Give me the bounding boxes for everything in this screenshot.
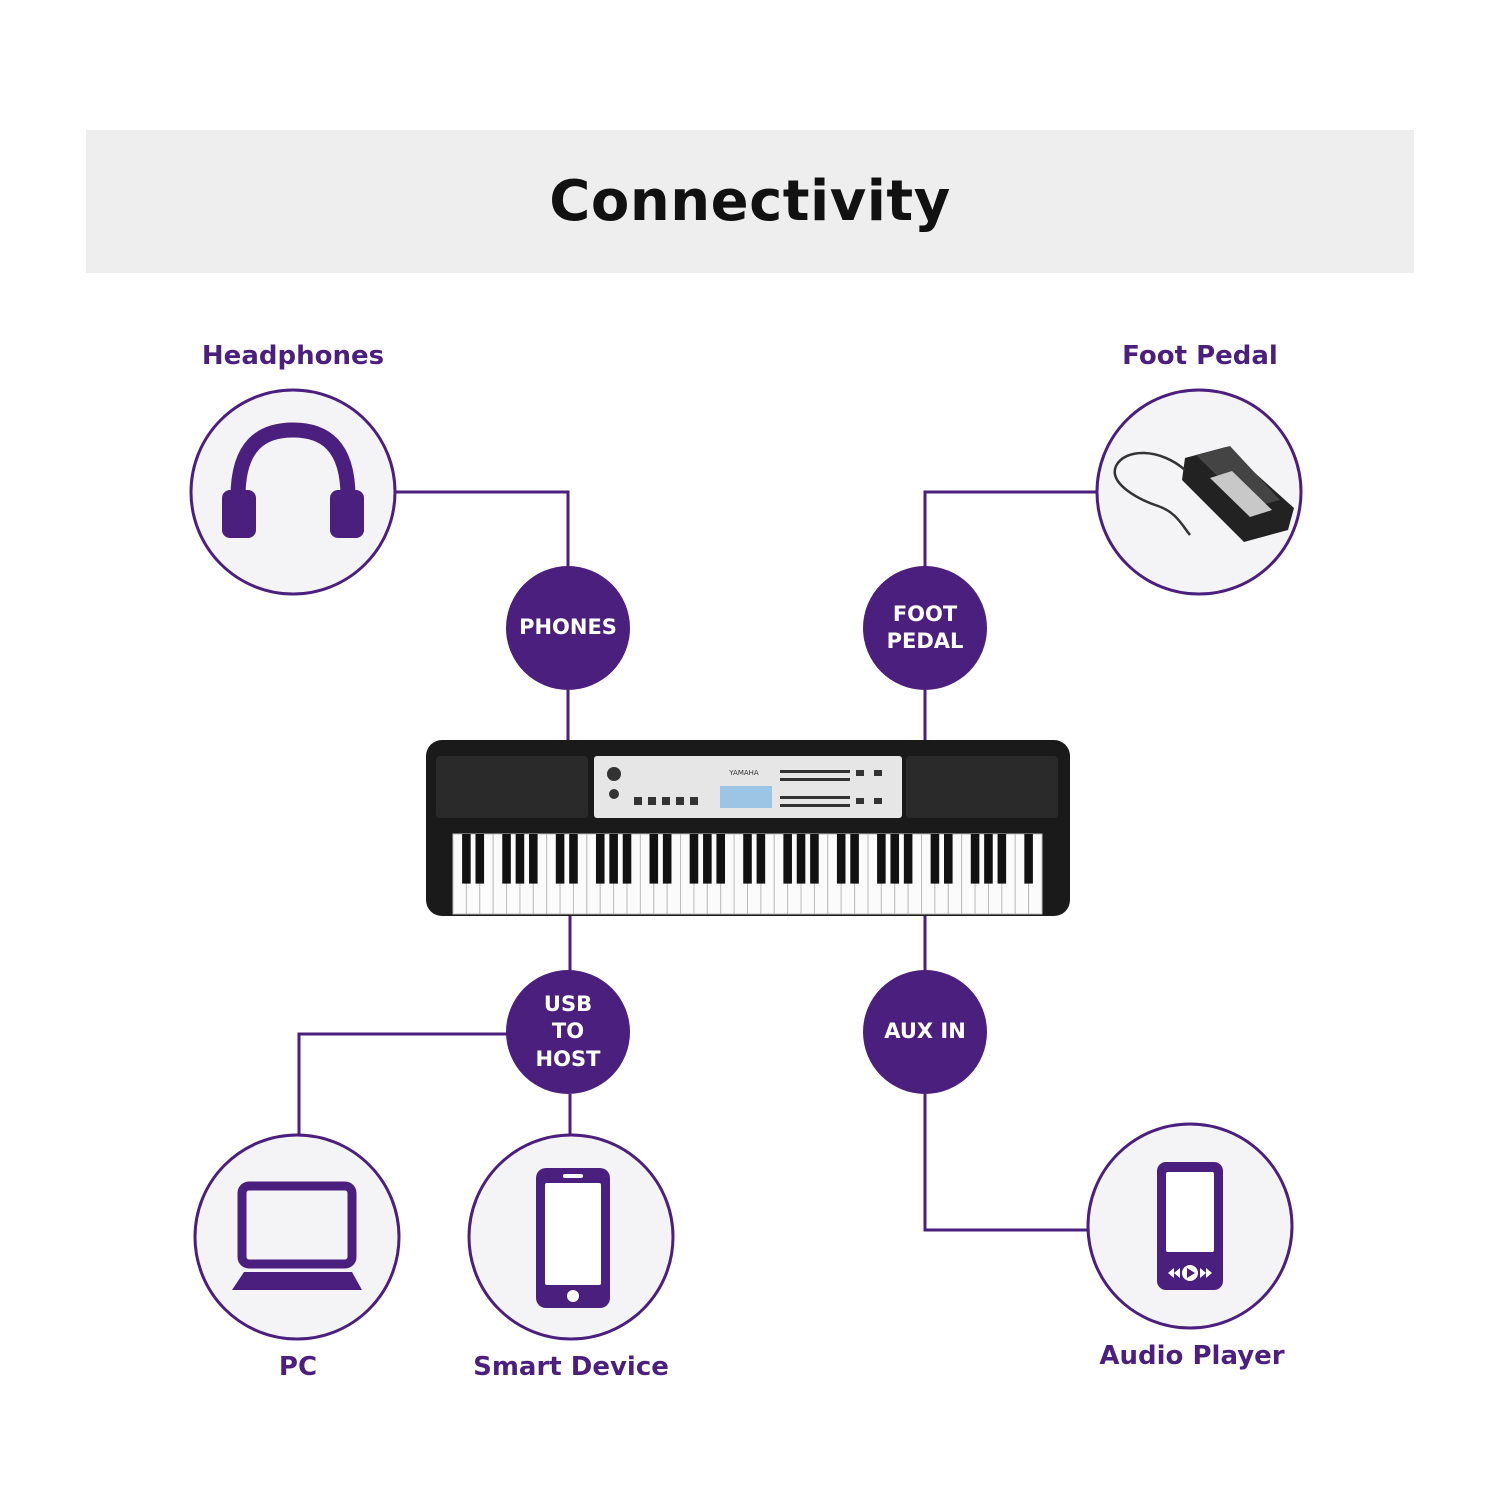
headphones-circle bbox=[189, 388, 397, 596]
line-aux-audio bbox=[923, 1094, 1090, 1232]
black-key bbox=[529, 834, 538, 884]
line-headphones-phones bbox=[396, 490, 570, 568]
port-phones-label: PHONES bbox=[519, 615, 617, 640]
port-phones: PHONES bbox=[506, 566, 630, 690]
port-foot-pedal: FOOT PEDAL bbox=[863, 566, 987, 690]
black-key bbox=[475, 834, 485, 884]
keyboard-image: YAMAHA bbox=[426, 740, 1070, 916]
black-key bbox=[515, 834, 525, 884]
black-key bbox=[662, 834, 672, 884]
port-usb-to-host: USB TO HOST bbox=[506, 970, 630, 1094]
black-key bbox=[595, 834, 605, 884]
foot-pedal-icon bbox=[1113, 446, 1294, 542]
black-key bbox=[689, 834, 699, 884]
black-key bbox=[555, 834, 565, 884]
connector-lines bbox=[297, 490, 1097, 1232]
black-key bbox=[970, 834, 980, 884]
black-key bbox=[877, 834, 886, 884]
line-pedal-footpedal bbox=[923, 490, 1097, 568]
black-key bbox=[622, 834, 632, 884]
black-key bbox=[743, 834, 752, 884]
black-key bbox=[569, 834, 578, 884]
black-key bbox=[756, 834, 766, 884]
port-aux-in: AUX IN bbox=[863, 970, 987, 1094]
port-aux-in-label: AUX IN bbox=[884, 1019, 966, 1044]
black-key bbox=[836, 834, 846, 884]
black-key bbox=[783, 834, 792, 884]
port-foot-pedal-label: FOOT PEDAL bbox=[886, 601, 964, 653]
audio-player-icon bbox=[1157, 1162, 1223, 1290]
black-key bbox=[984, 834, 993, 884]
black-key bbox=[609, 834, 618, 884]
line-usb-pc bbox=[297, 1032, 508, 1136]
black-key bbox=[930, 834, 940, 884]
black-key bbox=[810, 834, 819, 884]
smart-device-label: Smart Device bbox=[473, 1352, 669, 1382]
black-key bbox=[502, 834, 511, 884]
pc-circle bbox=[193, 1133, 401, 1341]
black-key bbox=[716, 834, 726, 884]
black-key bbox=[703, 834, 712, 884]
black-key bbox=[944, 834, 953, 884]
foot-pedal-label: Foot Pedal bbox=[1122, 341, 1278, 371]
black-key bbox=[890, 834, 900, 884]
audio-player-label: Audio Player bbox=[1099, 1341, 1285, 1371]
laptop-icon bbox=[232, 1181, 362, 1290]
smartphone-icon bbox=[536, 1168, 610, 1308]
keyboard-brand: YAMAHA bbox=[728, 769, 759, 777]
black-key bbox=[649, 834, 659, 884]
title-banner: Connectivity bbox=[86, 130, 1414, 273]
pc-label: PC bbox=[278, 1352, 318, 1382]
black-key bbox=[796, 834, 806, 884]
black-key bbox=[903, 834, 913, 884]
black-key bbox=[1024, 834, 1033, 884]
headphones-icon bbox=[222, 422, 364, 538]
black-key bbox=[462, 834, 471, 884]
black-key bbox=[850, 834, 859, 884]
port-usb-to-host-label: USB TO HOST bbox=[535, 992, 601, 1071]
page-title: Connectivity bbox=[549, 169, 951, 234]
headphones-label: Headphones bbox=[201, 341, 385, 371]
black-key bbox=[997, 834, 1007, 884]
